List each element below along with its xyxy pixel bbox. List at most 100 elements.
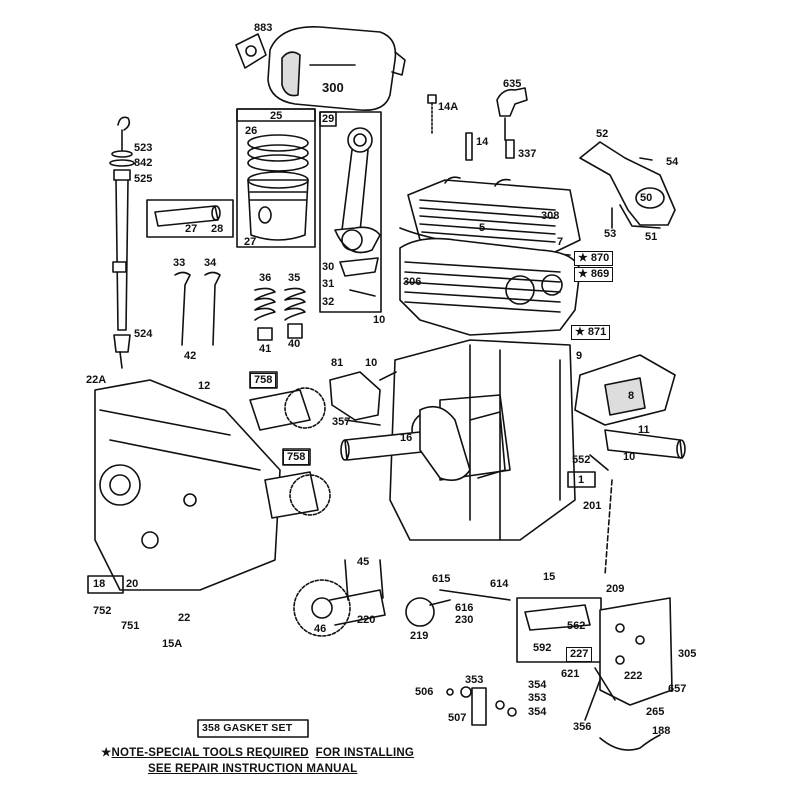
callout-562: 562: [567, 620, 586, 632]
callout-552: 552: [572, 454, 591, 466]
callout-752: 752: [93, 605, 112, 617]
breather-tube: [604, 429, 686, 459]
callout-32: 32: [322, 296, 335, 308]
callout-51: 51: [645, 231, 658, 243]
note-star: ★: [101, 747, 112, 759]
muffler-gasket: [235, 33, 267, 69]
callout-353-mid: 353: [528, 692, 547, 704]
callout-14A: 14A: [438, 101, 459, 113]
callout-27-piston: 27: [244, 236, 257, 248]
callout-869: ★ 869: [574, 267, 614, 282]
callout-8: 8: [628, 390, 635, 402]
callout-16: 16: [400, 432, 413, 444]
callout-45: 45: [357, 556, 370, 568]
crankcase-cover: [94, 379, 281, 591]
callout-525: 525: [134, 173, 153, 185]
callout-308: 308: [541, 210, 560, 222]
control-bracket: [524, 604, 591, 631]
callout-220: 220: [357, 614, 376, 626]
callout-50: 50: [640, 192, 653, 204]
callout-1: 1: [578, 474, 585, 486]
callout-353-top: 353: [465, 674, 484, 686]
callout-621: 621: [561, 668, 580, 680]
callout-22A: 22A: [86, 374, 107, 386]
callout-18: 18: [93, 578, 106, 590]
callout-758-upper: 758: [250, 373, 277, 388]
callout-10-bracket: 10: [365, 357, 378, 369]
intake-elbow: [579, 141, 676, 229]
callout-657: 657: [668, 683, 687, 695]
callout-11: 11: [638, 424, 650, 436]
callout-25: 25: [270, 110, 283, 122]
callout-616: 616: [455, 602, 474, 614]
gear-758-upper: [249, 371, 326, 431]
callout-356: 356: [573, 721, 592, 733]
callout-209: 209: [606, 583, 625, 595]
wrist-pin: [154, 205, 221, 227]
callout-10-tube: 10: [623, 451, 636, 463]
callout-506: 506: [415, 686, 434, 698]
callout-523: 523: [134, 142, 153, 154]
callout-14: 14: [476, 136, 489, 148]
callout-46: 46: [314, 623, 327, 635]
special-tools-note: ★NOTE-SPECIAL TOOLS REQUIRED FOR INSTALL…: [101, 745, 414, 759]
gasket-set-box: [197, 719, 309, 738]
callout-34: 34: [204, 257, 217, 269]
gear-758-lower: [264, 448, 331, 519]
leader-552: [589, 454, 609, 471]
piston-box-header: [236, 108, 316, 122]
callout-306: 306: [403, 276, 422, 288]
camshaft-gear: [293, 559, 386, 637]
callout-842: 842: [134, 157, 153, 169]
callout-751: 751: [121, 620, 140, 632]
link-621: [594, 667, 616, 701]
callout-300: 300: [322, 80, 344, 95]
engine-block: [379, 237, 581, 541]
piston-rings: [247, 134, 309, 172]
callout-357: 357: [332, 416, 351, 428]
manual-note: SEE REPAIR INSTRUCTION MANUAL: [148, 763, 358, 775]
crankshaft: [340, 405, 506, 481]
callout-354-bottom: 354: [528, 706, 547, 718]
callout-42: 42: [184, 350, 197, 362]
callout-219: 219: [410, 630, 429, 642]
callout-592: 592: [533, 642, 552, 654]
note-special-tools: NOTE-SPECIAL TOOLS REQUIRED: [111, 747, 309, 759]
valves: [174, 271, 221, 346]
wrist-pin-box: [146, 199, 234, 238]
rod-box-header: [319, 111, 337, 127]
callout-27-pin: 27: [185, 223, 198, 235]
callout-12: 12: [198, 380, 211, 392]
air-cleaner: [574, 354, 676, 426]
callout-40: 40: [288, 338, 301, 350]
callout-614: 614: [490, 578, 509, 590]
callout-7: 7: [557, 236, 564, 248]
callout-188: 188: [652, 725, 671, 737]
connecting-rod: [334, 127, 381, 297]
callout-28: 28: [211, 223, 224, 235]
washers: [446, 686, 517, 726]
callout-26: 26: [245, 125, 258, 137]
callout-615: 615: [432, 573, 451, 585]
callout-230: 230: [455, 614, 474, 626]
callout-337: 337: [518, 148, 537, 160]
dipstick-tube: [109, 116, 135, 369]
callout-227: 227: [566, 647, 593, 662]
breather-parts: [427, 87, 528, 161]
callout-883: 883: [254, 22, 273, 34]
callout-22: 22: [178, 612, 191, 624]
cover-box-18: [87, 575, 124, 594]
callout-33: 33: [173, 257, 186, 269]
callout-10-block: 10: [373, 314, 386, 326]
governor-bracket: [329, 371, 381, 426]
callout-758-lower: 758: [283, 450, 310, 465]
callout-524: 524: [134, 328, 153, 340]
callout-507: 507: [448, 712, 467, 724]
callout-35: 35: [288, 272, 301, 284]
callout-201: 201: [583, 500, 602, 512]
callout-29: 29: [322, 113, 335, 125]
callout-15: 15: [543, 571, 556, 583]
callout-52: 52: [596, 128, 609, 140]
callout-305: 305: [678, 648, 697, 660]
